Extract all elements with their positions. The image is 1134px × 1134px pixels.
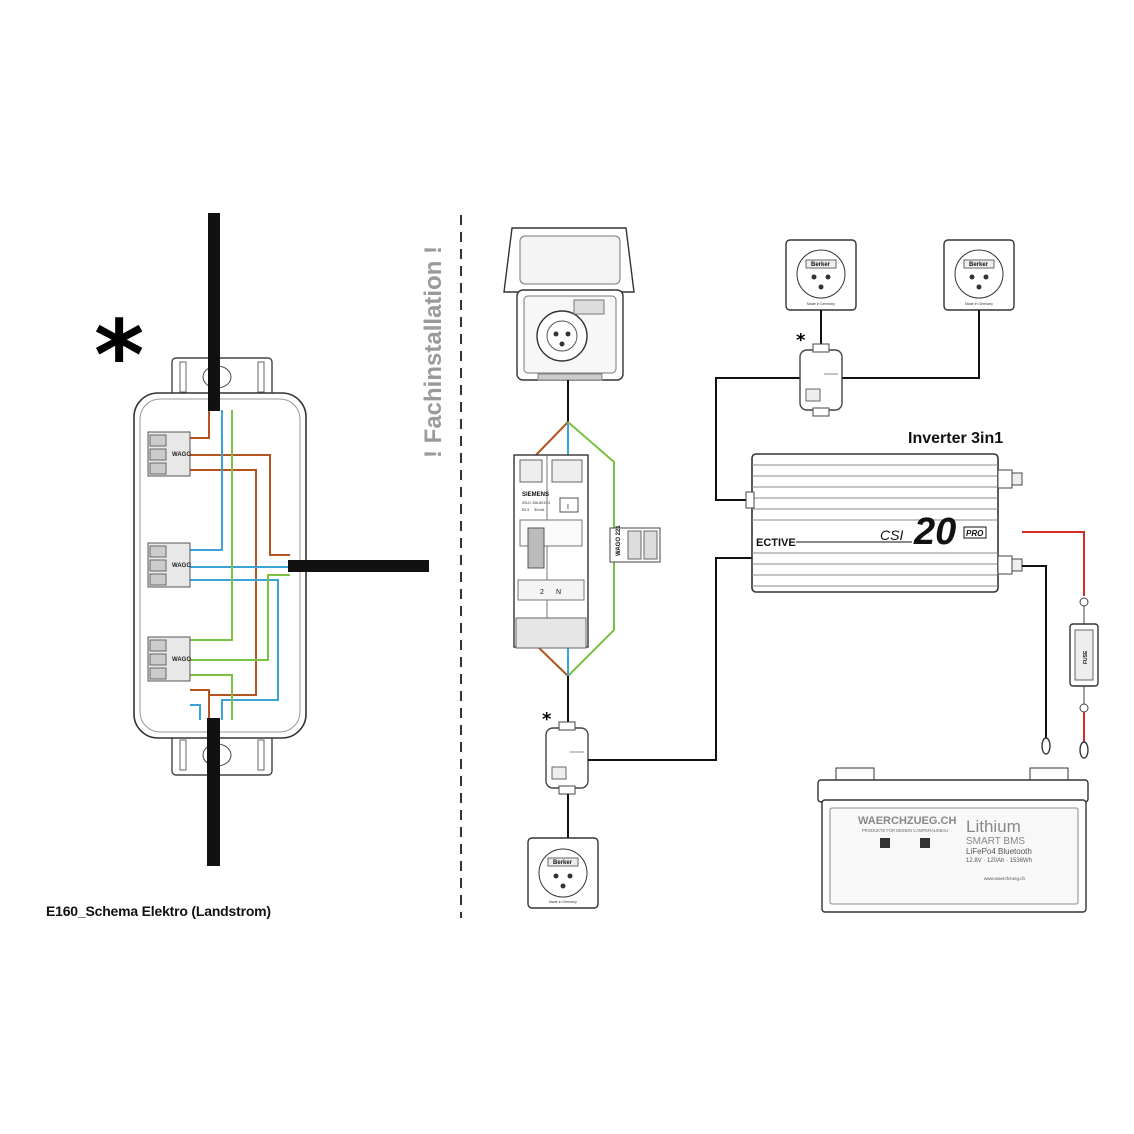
module-top-asterisk: * — [796, 330, 806, 351]
rcbo-sensitivity: 30mA — [534, 507, 545, 512]
battery — [817, 767, 1089, 913]
wago-label-top: WAGO — [172, 452, 191, 458]
rcbo-switch-state: I — [567, 504, 569, 511]
inverter-model-prefix: CSI — [880, 527, 903, 543]
inverter-brand: ECTIVE — [756, 537, 796, 549]
junction-box-asterisk: * — [94, 300, 145, 412]
socket-top-right-brand: Berker — [969, 262, 989, 268]
inverter — [745, 453, 1023, 593]
cable-right — [288, 560, 429, 572]
cable-top — [208, 213, 220, 411]
rcbo-breaker — [513, 454, 589, 649]
socket-top-right-origin: Made in Germany — [965, 302, 993, 306]
inverter-model-suffix: PRO — [966, 529, 984, 538]
inverter-pro-badge — [963, 526, 987, 539]
battery-type: Lithium — [966, 817, 1021, 836]
rcbo-model: 5SU1 356-6KK13 — [522, 501, 550, 505]
socket-top-left-origin: Made in Germany — [807, 302, 835, 306]
module-bottom-asterisk: * — [542, 709, 552, 730]
socket-bottom — [527, 837, 599, 909]
wago-block-bottom — [147, 636, 191, 682]
battery-bms: SMART BMS — [966, 836, 1025, 847]
rcbo-brand: SIEMENS — [522, 492, 549, 498]
socket-top-left — [785, 239, 857, 311]
module-top — [799, 343, 843, 417]
shore-power-inlet — [503, 227, 635, 381]
cable-bottom — [207, 718, 220, 866]
rcbo-rating: B13 — [522, 507, 530, 512]
warning-label: ! Fachinstallation ! — [420, 245, 447, 458]
rcbo-terminal-left: 2 — [540, 589, 544, 596]
diagram-title: E160_Schema Elektro (Landstrom) — [46, 903, 271, 919]
wago-221-label: WAGO 221 — [616, 525, 622, 556]
inverter-model-number: 20 — [913, 511, 956, 553]
inverter-title: Inverter 3in1 — [908, 430, 1004, 447]
wago-221-connector — [609, 527, 661, 563]
battery-website: www.waerchzueg.ch — [984, 876, 1026, 881]
wago-block-top — [147, 431, 191, 477]
battery-tagline: PRODUKTE FÜR DEINEN CAMPERAUSBAU — [862, 828, 948, 833]
socket-bottom-origin: Made in Germany — [549, 900, 577, 904]
fuse-label: FUSE — [1083, 650, 1089, 664]
rcbo-terminal-right: N — [556, 589, 561, 596]
module-bottom — [545, 721, 589, 795]
junction-box: WAGO WAGO WAGO — [133, 213, 429, 866]
battery-chemistry: LiFePo4 Bluetooth — [966, 847, 1032, 856]
socket-top-left-brand: Berker — [811, 262, 831, 268]
wago-block-middle — [147, 542, 191, 588]
socket-top-right — [943, 239, 1015, 311]
fuse — [1069, 597, 1099, 713]
battery-brand: WAERCHZUEG.CH — [858, 815, 956, 827]
wago-label-middle: WAGO — [172, 563, 191, 569]
socket-bottom-brand: Berker — [553, 860, 573, 866]
wago-label-bottom: WAGO — [172, 657, 191, 663]
battery-specs: 12.8V · 120Ah · 1536Wh — [966, 858, 1032, 864]
